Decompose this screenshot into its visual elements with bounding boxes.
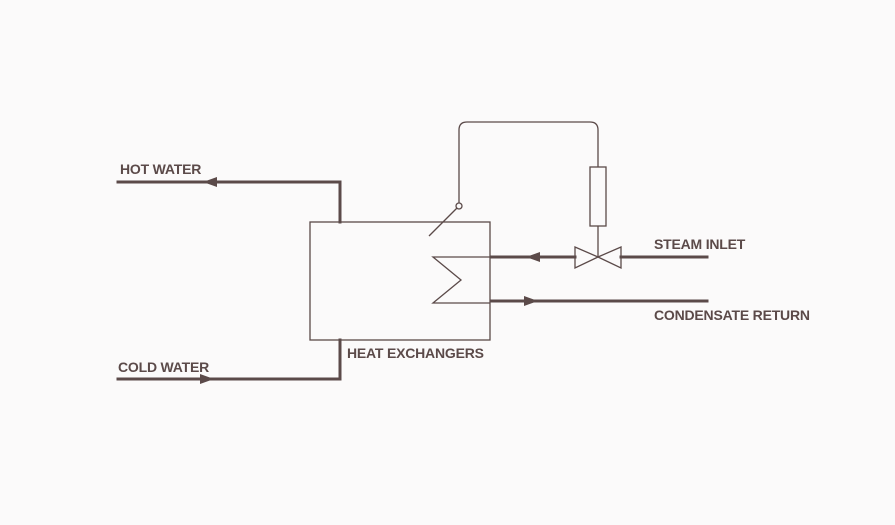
heat-exchanger-box bbox=[309, 221, 491, 341]
heat-exchanger-coil bbox=[431, 256, 490, 304]
label-steam-inlet: STEAM INLET bbox=[654, 236, 746, 252]
temperature-sensor-probe bbox=[428, 207, 458, 237]
cold-water-pipe bbox=[116, 338, 342, 381]
label-cold-water: COLD WATER bbox=[118, 359, 210, 375]
label-condensate-return: CONDENSATE RETURN bbox=[654, 307, 810, 323]
control-valve bbox=[574, 246, 622, 270]
hot-water-pipe bbox=[116, 180, 342, 224]
steam-inlet-arrow bbox=[526, 252, 540, 262]
hot-water-arrow bbox=[203, 177, 217, 187]
cold-water-arrow bbox=[200, 374, 214, 384]
control-signal-line bbox=[458, 121, 599, 203]
temperature-sensor-bulb bbox=[455, 202, 463, 210]
label-hot-water: HOT WATER bbox=[120, 161, 202, 177]
condensate-return-arrow bbox=[524, 296, 538, 306]
label-heat-exchangers: HEAT EXCHANGERS bbox=[347, 345, 484, 361]
valve-actuator bbox=[589, 166, 607, 227]
